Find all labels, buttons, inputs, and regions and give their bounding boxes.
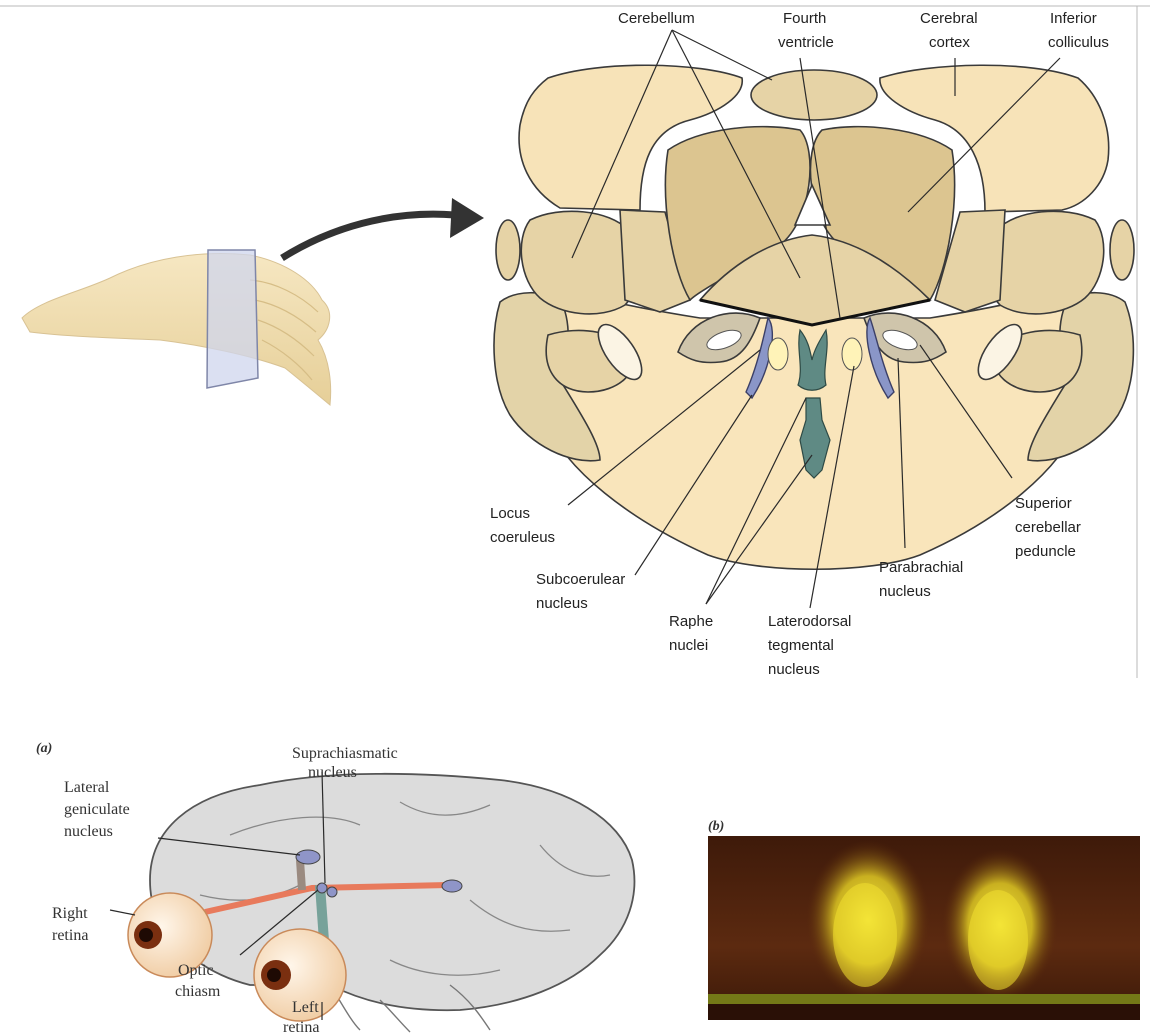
whole-brain-sketch <box>22 198 484 405</box>
lgn-stalk <box>300 860 302 890</box>
micrograph-bottom <box>708 1004 1140 1020</box>
right-laterodorsal-nucleus <box>842 338 862 370</box>
left-scn-core <box>833 883 897 987</box>
visual-cortex-dot <box>442 880 462 892</box>
label-right-retina: Right retina <box>52 905 92 944</box>
label-laterodorsal-tegmental-nucleus: Laterodorsal tegmental nucleus <box>768 613 856 678</box>
label-lateral-geniculate-nucleus: Lateral geniculate nucleus <box>64 779 134 840</box>
scn-dot-2 <box>327 887 337 897</box>
right-retina-leader <box>110 910 135 915</box>
label-locus-coeruleus: Locus coeruleus <box>490 505 555 546</box>
label-raphe-nuclei: Raphe nuclei <box>669 613 717 654</box>
label-superior-cerebellar-peduncle: Superior cerebellar peduncle <box>1015 495 1085 560</box>
label-cerebral-cortex: Cerebral cortex <box>920 10 982 51</box>
label-fourth-ventricle: Fourth ventricle <box>778 10 834 51</box>
optic-chiasm-band <box>708 994 1140 1004</box>
label-cerebellum: Cerebellum <box>618 10 695 27</box>
panel-a: (a) Suprachiasmatic nucleus <box>36 741 634 1035</box>
lateral-brain-outline <box>150 774 634 1010</box>
cerebellum-vermis <box>751 70 877 120</box>
section-plane <box>207 250 258 388</box>
brainstem-cross-section: Cerebellum Fourth ventricle Cerebral cor… <box>490 10 1134 678</box>
label-optic-chiasm: Optic chiasm <box>175 962 221 1000</box>
panel-b-tag: (b) <box>708 819 724 834</box>
right-eye-pupil <box>139 928 153 942</box>
panel-a-tag: (a) <box>36 741 52 756</box>
right-flocculus <box>1110 220 1134 280</box>
left-flocculus <box>496 220 520 280</box>
right-scn-core <box>968 890 1028 990</box>
left-laterodorsal-nucleus <box>768 338 788 370</box>
label-subcoerulear-nucleus: Subcoerulear nucleus <box>536 571 629 612</box>
label-parabrachial-nucleus: Parabrachial nucleus <box>879 559 967 600</box>
scn-dot-1 <box>317 883 327 893</box>
lgn-dot <box>296 850 320 864</box>
section-arrow-shaft <box>282 214 455 258</box>
panel-b: (b) <box>708 819 1140 1020</box>
section-arrow-head <box>450 198 484 238</box>
left-eye-pupil <box>267 968 281 982</box>
label-inferior-colliculus: Inferior colliculus <box>1048 10 1109 51</box>
